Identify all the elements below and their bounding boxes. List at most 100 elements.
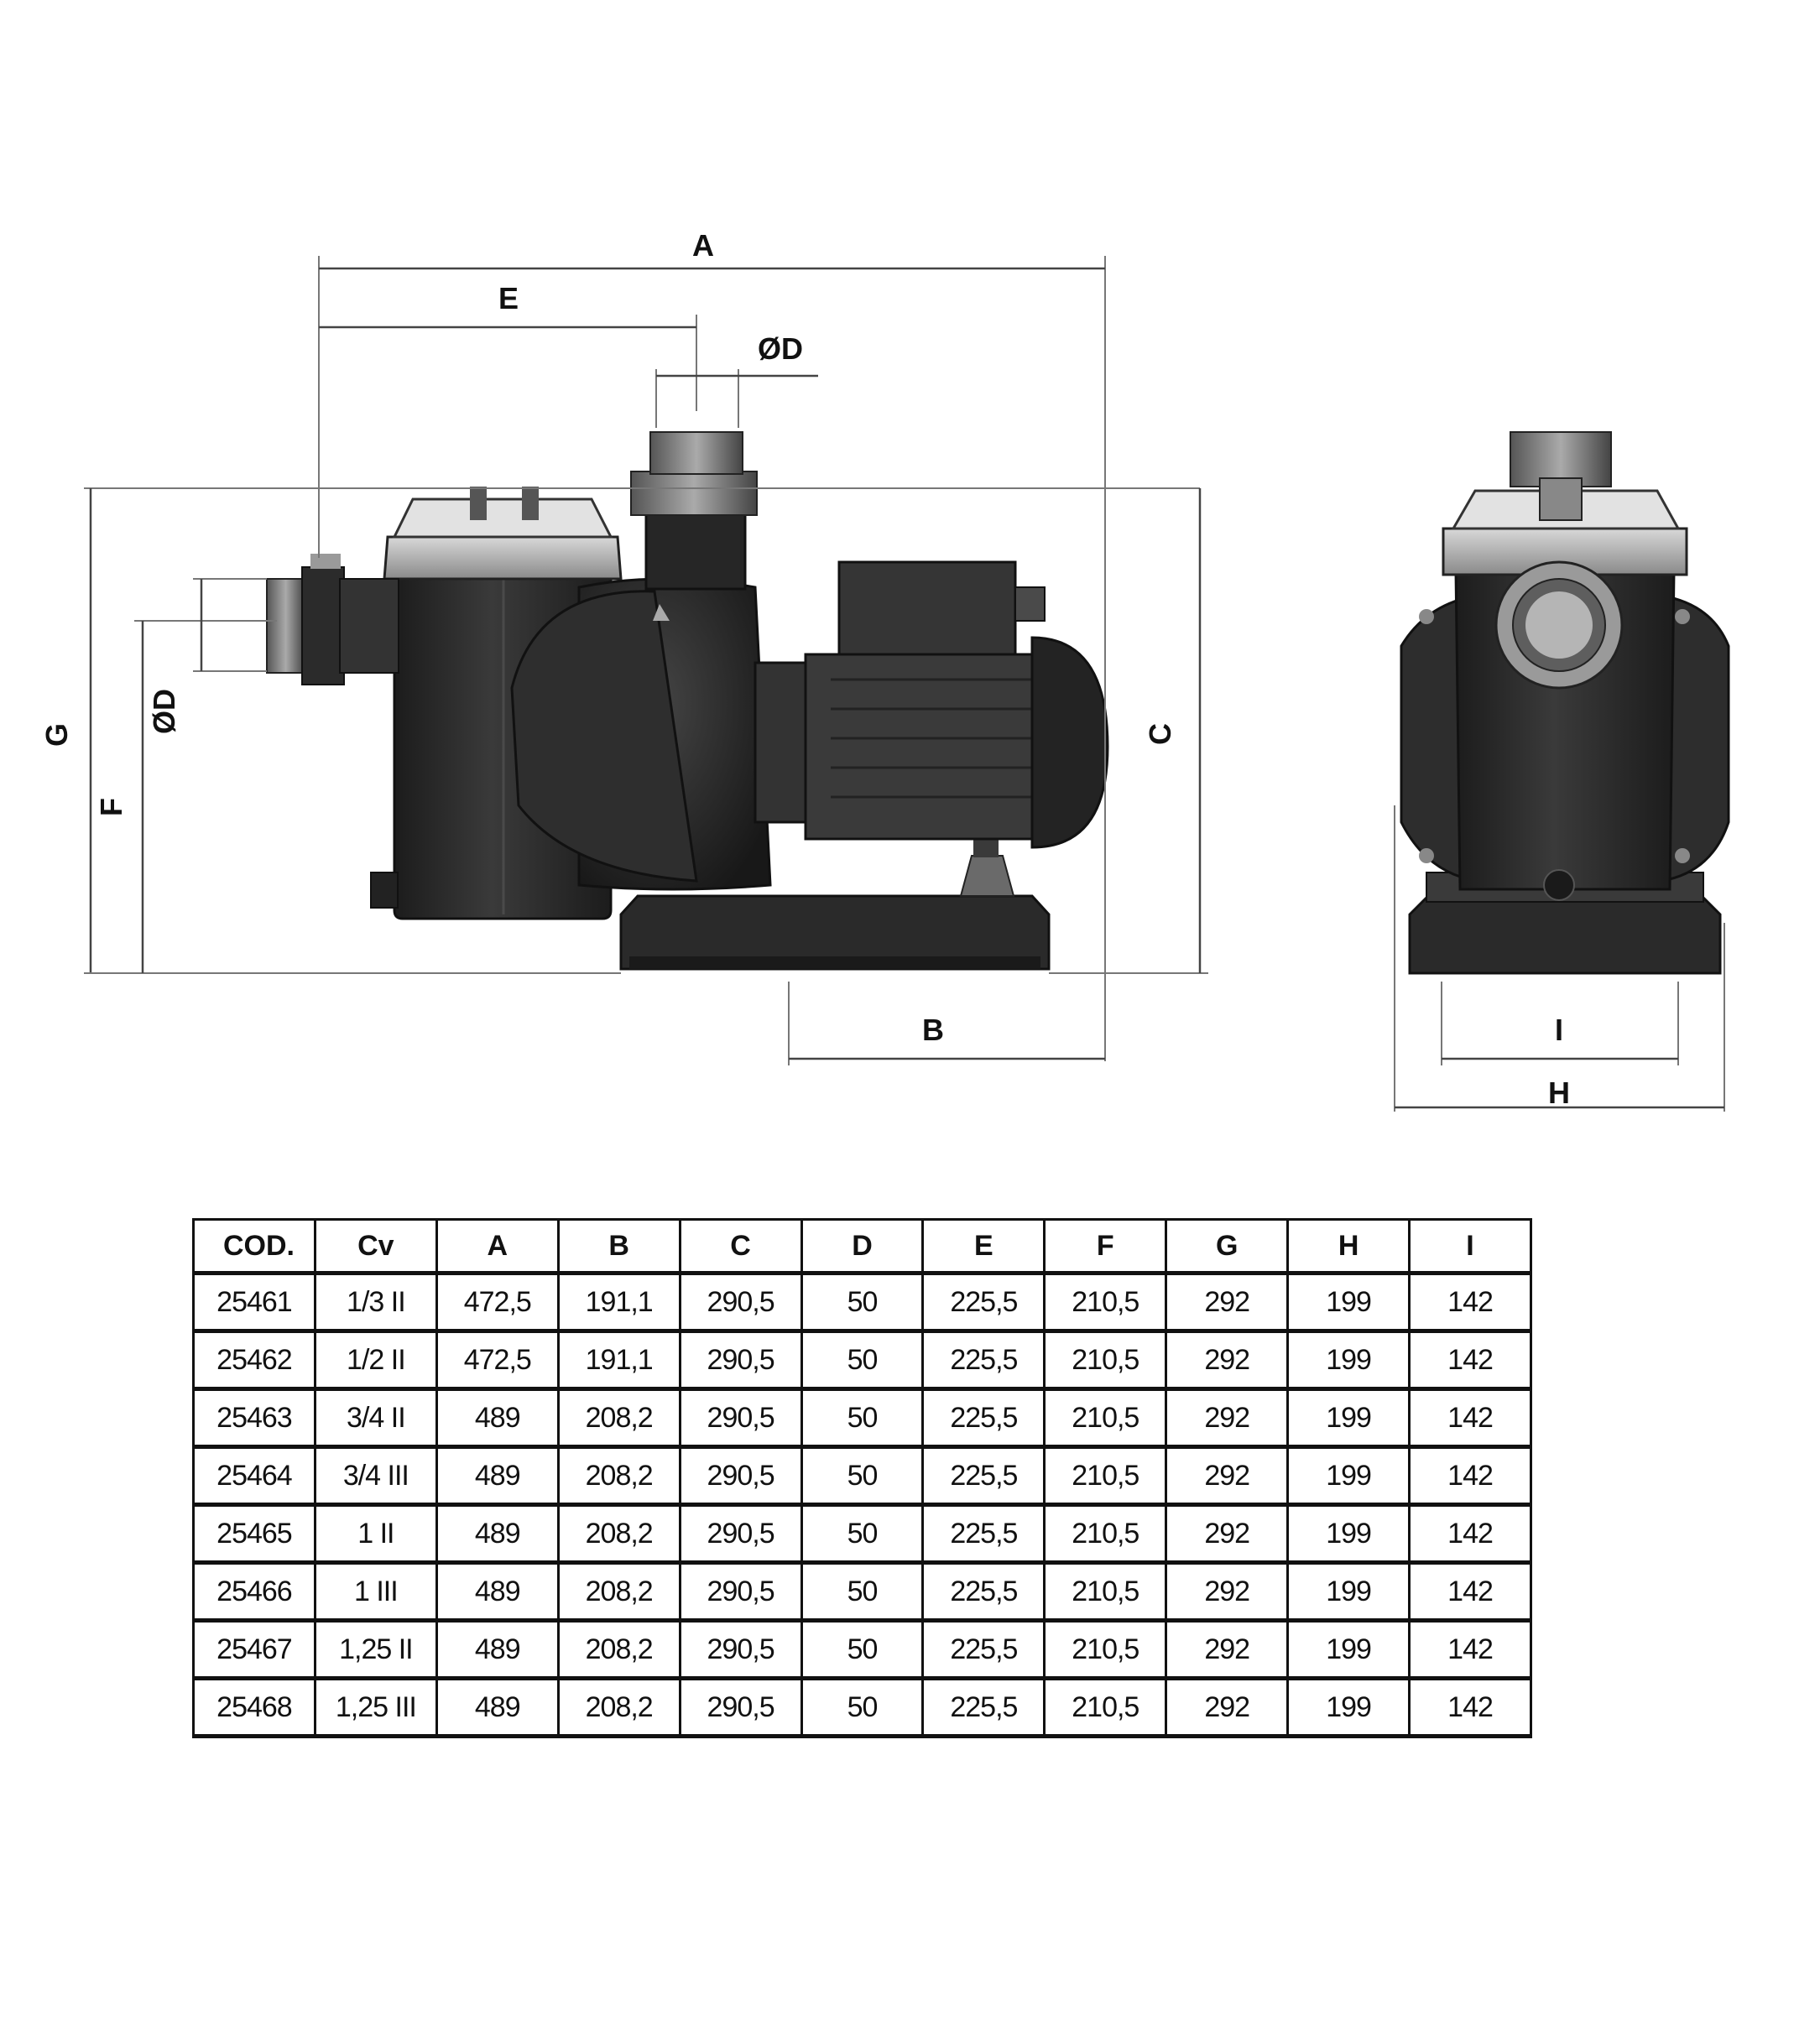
table-cell: 225,5	[921, 1272, 1046, 1332]
table-cell: 290,5	[678, 1619, 803, 1680]
table-cell: 472,5	[435, 1272, 560, 1332]
table-cell: 142	[1408, 1561, 1532, 1622]
table-cell: 489	[435, 1388, 560, 1448]
table-cell: 50	[800, 1330, 925, 1390]
col-header-cod: COD.	[192, 1218, 316, 1274]
table-cell: 208,2	[556, 1503, 681, 1564]
table-cell: 199	[1286, 1503, 1411, 1564]
table-cell: 290,5	[678, 1677, 803, 1737]
table-cell: 25461	[192, 1272, 316, 1332]
table-cell: 1 III	[313, 1561, 438, 1622]
table-cell: 225,5	[921, 1503, 1046, 1564]
table-cell: 25462	[192, 1330, 316, 1390]
table-cell: 210,5	[1043, 1619, 1168, 1680]
table-cell: 50	[800, 1445, 925, 1506]
table-cell: 292	[1165, 1619, 1290, 1680]
table-cell: 1/3 II	[313, 1272, 438, 1332]
table-cell: 199	[1286, 1272, 1411, 1332]
col-header-g: G	[1165, 1218, 1290, 1274]
table-cell: 1,25 II	[313, 1619, 438, 1680]
pump-side-view-illustration	[266, 431, 1109, 971]
dim-label-c: C	[1143, 723, 1177, 745]
table-cell: 225,5	[921, 1619, 1046, 1680]
dim-label-d-top: ØD	[758, 331, 803, 366]
table-cell: 210,5	[1043, 1272, 1168, 1332]
table-cell: 292	[1165, 1388, 1290, 1448]
dim-label-f: F	[94, 798, 128, 816]
table-cell: 208,2	[556, 1445, 681, 1506]
table-cell: 225,5	[921, 1677, 1046, 1737]
dim-label-b: B	[922, 1013, 944, 1047]
col-header-h: H	[1286, 1218, 1411, 1274]
table-cell: 142	[1408, 1677, 1532, 1737]
table-cell: 290,5	[678, 1272, 803, 1332]
col-header-cv: Cv	[313, 1218, 438, 1274]
table-cell: 290,5	[678, 1503, 803, 1564]
table-cell: 50	[800, 1677, 925, 1737]
table-cell: 142	[1408, 1619, 1532, 1680]
table-cell: 292	[1165, 1561, 1290, 1622]
table-cell: 208,2	[556, 1561, 681, 1622]
col-header-d: D	[800, 1218, 925, 1274]
table-cell: 292	[1165, 1503, 1290, 1564]
table-cell: 25465	[192, 1503, 316, 1564]
table-cell: 489	[435, 1503, 560, 1564]
table-cell: 210,5	[1043, 1330, 1168, 1390]
table-cell: 142	[1408, 1445, 1532, 1506]
dim-label-h: H	[1548, 1076, 1570, 1110]
table-cell: 25467	[192, 1619, 316, 1680]
table-cell: 210,5	[1043, 1445, 1168, 1506]
table-cell: 210,5	[1043, 1561, 1168, 1622]
col-header-c: C	[678, 1218, 803, 1274]
table-cell: 292	[1165, 1272, 1290, 1332]
col-header-b: B	[556, 1218, 681, 1274]
table-cell: 50	[800, 1561, 925, 1622]
table-cell: 142	[1408, 1330, 1532, 1390]
table-cell: 50	[800, 1503, 925, 1564]
dim-label-i: I	[1555, 1013, 1563, 1047]
table-cell: 25464	[192, 1445, 316, 1506]
dim-label-g: G	[39, 723, 74, 747]
table-cell: 191,1	[556, 1272, 681, 1332]
table-cell: 3/4 II	[313, 1388, 438, 1448]
table-cell: 199	[1286, 1388, 1411, 1448]
table-cell: 292	[1165, 1330, 1290, 1390]
table-cell: 225,5	[921, 1388, 1046, 1448]
table-cell: 210,5	[1043, 1677, 1168, 1737]
dimension-lines	[84, 256, 1725, 1112]
table-cell: 142	[1408, 1388, 1532, 1448]
table-cell: 50	[800, 1272, 925, 1332]
table-cell: 472,5	[435, 1330, 560, 1390]
col-header-e: E	[921, 1218, 1046, 1274]
table-cell: 25466	[192, 1561, 316, 1622]
table-cell: 50	[800, 1619, 925, 1680]
table-cell: 489	[435, 1677, 560, 1737]
col-header-i: I	[1408, 1218, 1532, 1274]
table-cell: 290,5	[678, 1561, 803, 1622]
table-cell: 208,2	[556, 1619, 681, 1680]
table-cell: 225,5	[921, 1445, 1046, 1506]
pump-front-view-illustration	[1400, 431, 1730, 975]
table-header-row: COD. Cv A B C D E F G H I	[192, 1218, 1532, 1274]
table-cell: 1,25 III	[313, 1677, 438, 1737]
table-cell: 199	[1286, 1619, 1411, 1680]
table-cell: 142	[1408, 1272, 1532, 1332]
col-header-f: F	[1043, 1218, 1168, 1274]
table-cell: 210,5	[1043, 1503, 1168, 1564]
col-header-a: A	[435, 1218, 560, 1274]
table-cell: 292	[1165, 1677, 1290, 1737]
table-cell: 199	[1286, 1330, 1411, 1390]
table-cell: 489	[435, 1619, 560, 1680]
table-cell: 489	[435, 1561, 560, 1622]
dim-label-d-side: ØD	[147, 689, 181, 734]
table-cell: 1 II	[313, 1503, 438, 1564]
dim-label-e: E	[498, 281, 519, 315]
